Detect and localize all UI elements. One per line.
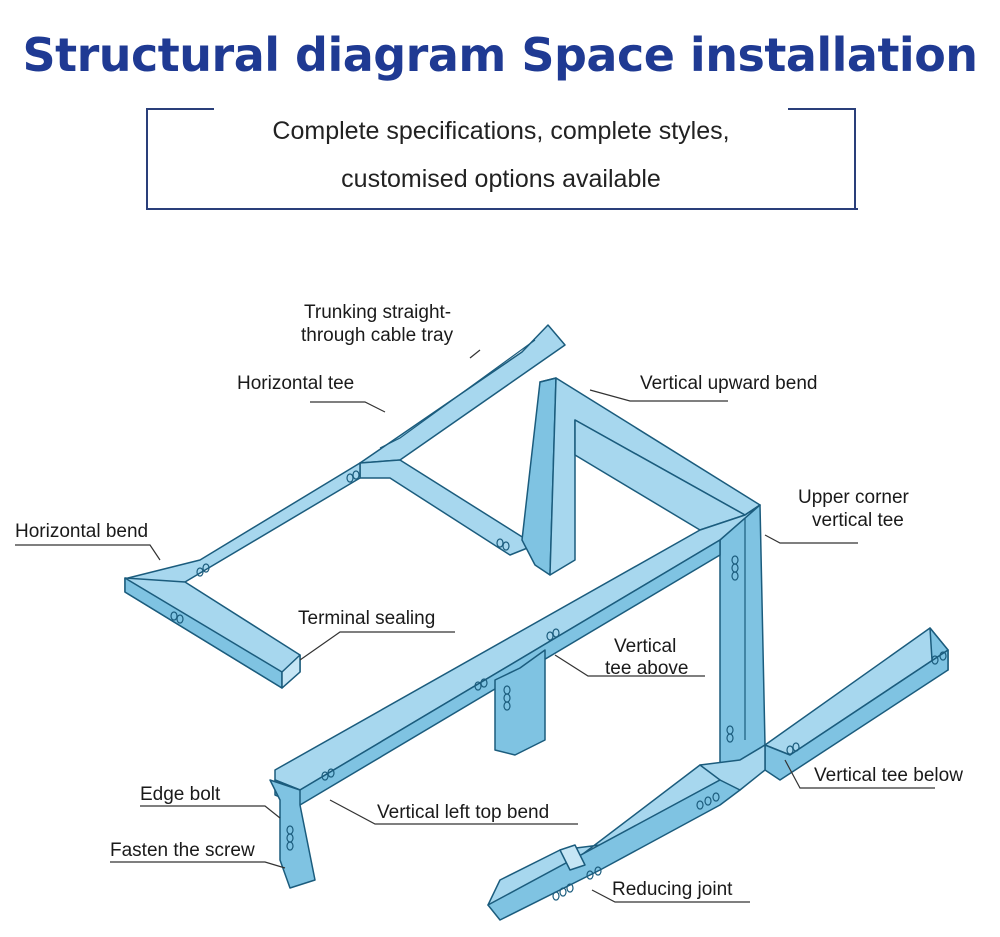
upper-corner-tee-top [574,419,746,531]
label-horizontal-tee: Horizontal tee [237,373,354,394]
terminal-sealing-end [281,654,301,689]
label-vertical-left-top-bend: Vertical left top bend [377,802,549,823]
reducing-joint-step [559,844,586,871]
horizontal-tee [359,459,536,556]
middle-tray-holes [321,628,560,781]
leader-lines [15,349,935,903]
label-horizontal-bend: Horizontal bend [15,521,148,542]
middle-tray-assembly [269,504,761,889]
label-fasten-the-screw: Fasten the screw [110,840,255,861]
vertical-tee-above-post [494,649,546,756]
left-arm-tray [127,462,361,586]
upper-tray-holes [170,470,510,624]
label-vertical-tee-below: Vertical tee below [814,765,963,786]
subtitle-line-1: Complete specifications, complete styles… [272,117,730,145]
label-trunking-line1: Trunking straight- [304,302,451,323]
left-post-holes [286,825,294,851]
label-upper-corner-line2: vertical tee [812,510,904,531]
label-vertical-tee-above-line1: Vertical [614,636,676,657]
tray-groove [379,339,536,449]
vertical-upward-bend-assembly [521,377,766,771]
lower-long-tray [764,627,949,756]
label-trunking-line2: through cable tray [301,325,454,346]
label-upper-corner-line1: Upper corner [798,487,910,508]
label-edge-bolt: Edge bolt [140,784,221,805]
page-title: Structural diagram Space installation [22,28,978,82]
label-terminal-sealing: Terminal sealing [298,608,435,629]
reducing-joint-side [487,779,741,921]
label-reducing-joint: Reducing joint [612,879,733,900]
lower-tray-side [764,649,949,781]
lower-tray-holes [552,651,947,901]
upper-tray-assembly [124,324,566,689]
subtitle-box: Complete specifications, complete styles… [146,108,858,210]
subtitle-line-2: customised options available [341,165,661,193]
lower-tray-assembly [487,627,949,921]
vertical-left-top-bend-post [269,779,316,889]
label-vertical-tee-above-line2: tee above [605,658,688,679]
label-vertical-upward-bend: Vertical upward bend [640,373,817,394]
